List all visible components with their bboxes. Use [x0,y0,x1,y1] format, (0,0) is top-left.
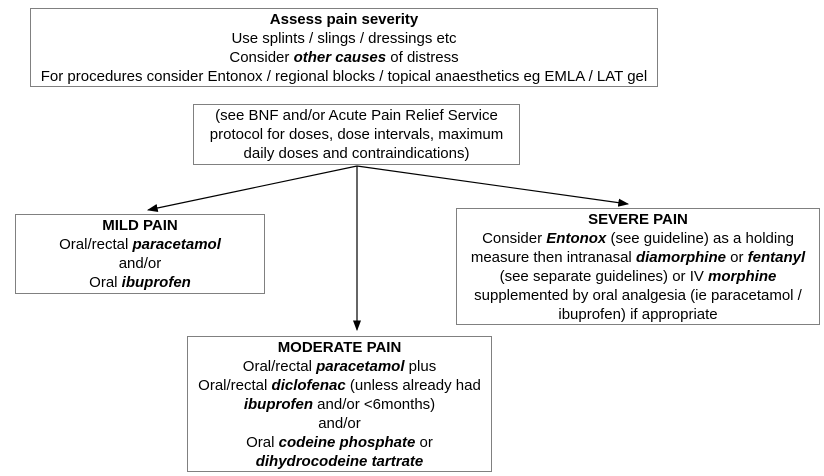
text-line: supplemented by oral analgesia (ie parac… [457,286,819,305]
text-segment: For procedures consider Entonox / region… [40,67,648,85]
text-line: Use splints / slings / dressings etc [31,29,657,48]
text-line: (see BNF and/or Acute Pain Relief Servic… [194,106,519,125]
arrow-to-mild [146,165,358,213]
text-segment: paracetamol [132,236,221,253]
text-segment: SEVERE PAIN [588,210,688,228]
text-segment: fentanyl [747,248,806,266]
text-segment: paracetamol [316,357,405,375]
text-line: Consider other causes of distress [31,48,657,67]
text-segment: Oral [89,274,122,291]
text-segment: ibuprofen [121,274,191,291]
text-line: Consider Entonox (see guideline) as a ho… [457,229,819,248]
text-segment: (see separate guidelines) or IV [499,267,709,285]
text-line: MODERATE PAIN [188,338,491,357]
text-line: MILD PAIN [16,216,264,235]
text-line: For procedures consider Entonox / region… [31,67,657,86]
bnf-protocol-note-box: (see BNF and/or Acute Pain Relief Servic… [193,104,520,165]
text-line: and/or [16,254,264,273]
text-segment: Oral/rectal [198,376,272,394]
text-segment: diamorphine [635,248,726,266]
text-segment: plus [404,357,437,375]
text-segment: and/or [118,255,162,272]
text-segment: MODERATE PAIN [277,338,402,356]
text-segment: morphine [708,267,777,285]
text-segment: Use splints / slings / dressings etc [231,29,457,47]
text-segment: and/or <6months) [313,395,436,413]
text-segment: daily doses and contraindications) [243,145,470,162]
text-segment: and/or [318,414,361,432]
text-segment: (see BNF and/or Acute Pain Relief Servic… [215,107,498,124]
text-segment: Entonox [546,229,607,247]
text-segment: ibuprofen) if appropriate [558,305,718,323]
text-segment: other causes [293,48,387,66]
text-line: ibuprofen) if appropriate [457,305,819,324]
text-segment: protocol for doses, dose intervals, maxi… [209,126,504,143]
text-segment: measure then intranasal [470,248,636,266]
text-segment: Consider [482,229,547,247]
text-segment: (see guideline) as a holding [606,229,794,247]
text-line: ibuprofen and/or <6months) [188,395,491,414]
text-segment: Assess pain severity [269,10,419,28]
text-segment: or [415,433,433,451]
text-segment: codeine phosphate [278,433,416,451]
text-segment: Oral/rectal [242,357,317,375]
text-segment: Oral [246,433,279,451]
arrow-to-severe [356,165,630,207]
text-line: Oral ibuprofen [16,273,264,292]
text-segment: ibuprofen [243,395,313,413]
text-segment: supplemented by oral analgesia (ie parac… [474,286,802,304]
text-segment: Consider [229,48,294,66]
text-line: Assess pain severity [31,10,657,29]
text-line: Oral/rectal paracetamol plus [188,357,491,376]
text-segment: (unless already had [345,376,481,394]
text-line: dihydrocodeine tartrate [188,452,491,471]
text-line: and/or [188,414,491,433]
text-segment: dihydrocodeine tartrate [255,452,424,470]
text-line: daily doses and contraindications) [194,144,519,163]
text-segment: of distress [386,48,459,66]
text-segment: MILD PAIN [102,217,178,234]
text-line: protocol for doses, dose intervals, maxi… [194,125,519,144]
text-segment: diclofenac [271,376,346,394]
text-segment: Oral/rectal [59,236,133,253]
text-line: Oral codeine phosphate or [188,433,491,452]
text-segment: or [725,248,748,266]
text-line: measure then intranasal diamorphine or f… [457,248,819,267]
text-line: Oral/rectal diclofenac (unless already h… [188,376,491,395]
text-line: Oral/rectal paracetamol [16,235,264,254]
text-line: (see separate guidelines) or IV morphine [457,267,819,286]
text-line: SEVERE PAIN [457,210,819,229]
